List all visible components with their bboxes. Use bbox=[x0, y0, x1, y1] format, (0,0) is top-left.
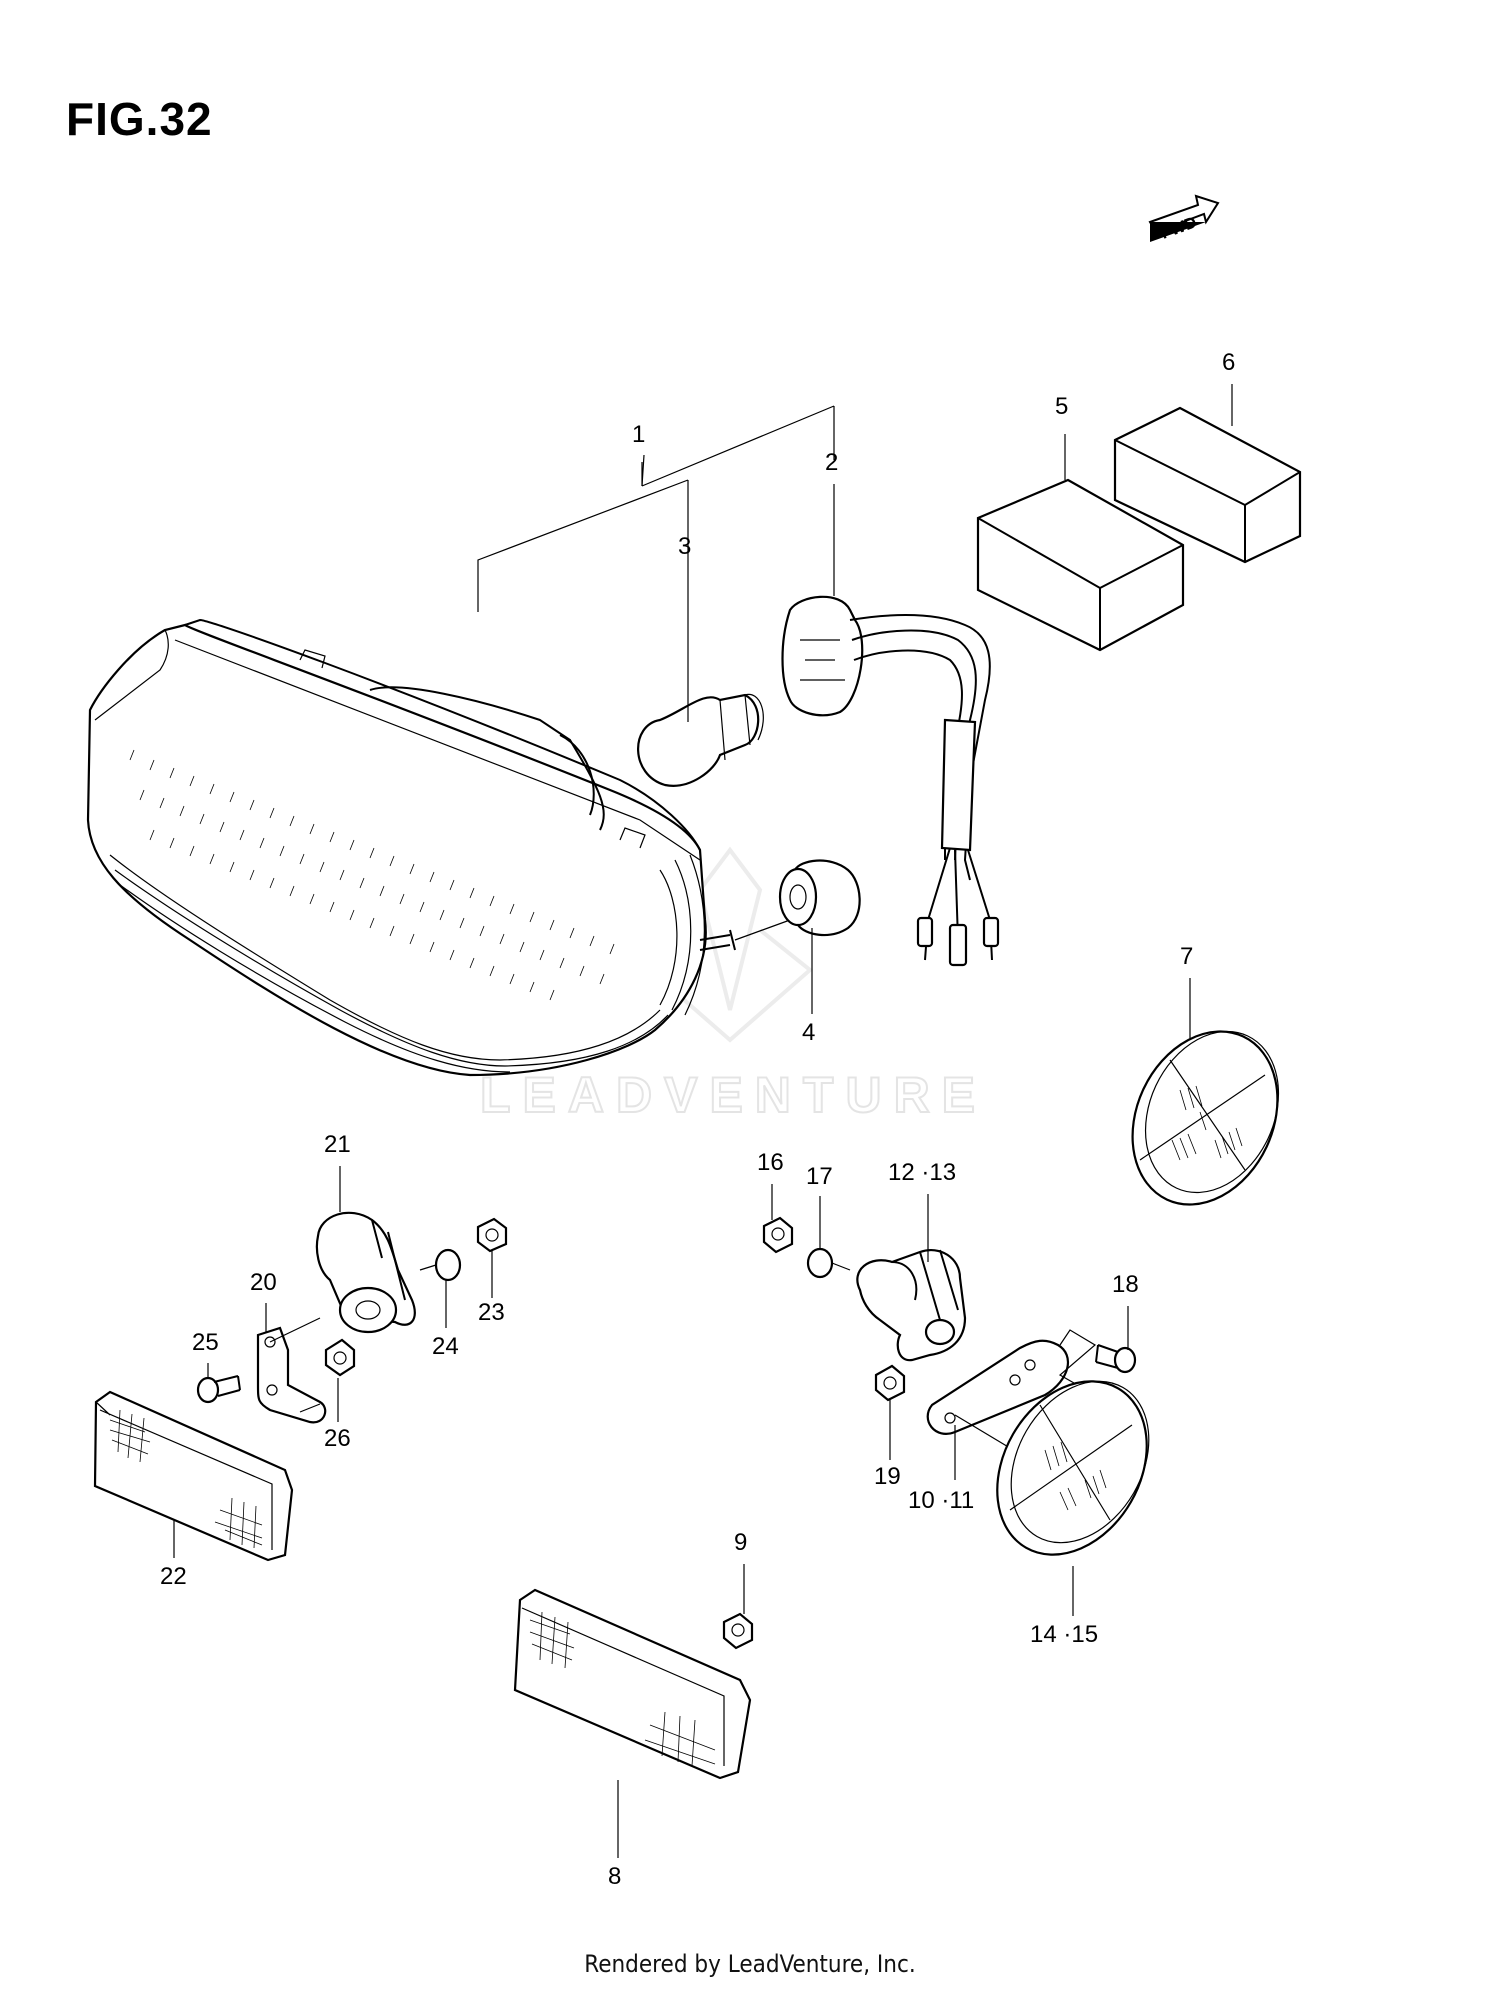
callout-16: 16 bbox=[757, 1149, 784, 1176]
callout-21: 21 bbox=[324, 1131, 351, 1158]
callout-8: 8 bbox=[608, 1863, 621, 1890]
callout-5: 5 bbox=[1055, 393, 1068, 420]
callout-10-11: 10 ·11 bbox=[908, 1487, 974, 1514]
callout-23: 23 bbox=[478, 1299, 505, 1326]
round-reflector-7 bbox=[1131, 1030, 1280, 1206]
rectangular-reflector-8 bbox=[513, 1588, 752, 1780]
nut-26 bbox=[324, 1338, 356, 1377]
nut-23 bbox=[476, 1217, 508, 1253]
rubber-grommet bbox=[778, 859, 861, 937]
bulb bbox=[637, 693, 764, 787]
screw-18 bbox=[1095, 1344, 1137, 1374]
reflector-bracket-21 bbox=[315, 1211, 416, 1334]
screw-25 bbox=[196, 1375, 241, 1404]
callout-26: 26 bbox=[324, 1425, 351, 1452]
cushion-pad-6 bbox=[1113, 406, 1302, 564]
watermark-text: LEADVENTURE bbox=[480, 1067, 987, 1123]
callout-14-15: 14 ·15 bbox=[1030, 1621, 1098, 1648]
callout-22: 22 bbox=[160, 1563, 187, 1590]
leader-part-1-group bbox=[477, 405, 835, 612]
mounting-plate-10 bbox=[926, 1329, 1097, 1449]
cushion-pad-5 bbox=[976, 478, 1185, 652]
forward-arrow-icon: FWD bbox=[1148, 194, 1220, 243]
callout-19: 19 bbox=[874, 1463, 901, 1490]
bracket-plate-20 bbox=[256, 1317, 327, 1424]
nut-9 bbox=[722, 1612, 754, 1650]
nut-19 bbox=[874, 1364, 906, 1402]
reflector-bracket-12 bbox=[856, 1249, 967, 1362]
callout-6: 6 bbox=[1222, 349, 1235, 376]
figure-title: FIG.32 bbox=[66, 93, 213, 145]
callout-17: 17 bbox=[806, 1163, 833, 1190]
bulb-socket bbox=[781, 595, 1000, 967]
callout-2: 2 bbox=[825, 449, 838, 476]
rectangular-reflector-22 bbox=[93, 1390, 294, 1562]
callout-12-13: 12 ·13 bbox=[888, 1159, 956, 1186]
callout-7: 7 bbox=[1180, 943, 1193, 970]
nut-16 bbox=[762, 1216, 794, 1254]
callout-18: 18 bbox=[1112, 1271, 1139, 1298]
collar-24 bbox=[419, 1248, 462, 1282]
watermark: LEADVENTURE bbox=[479, 846, 987, 1124]
footer-credit: Rendered by LeadVenture, Inc. bbox=[584, 1950, 916, 1978]
callout-9: 9 bbox=[734, 1529, 747, 1556]
callout-20: 20 bbox=[250, 1269, 277, 1296]
callout-24: 24 bbox=[432, 1333, 459, 1360]
leader-lines bbox=[173, 384, 1233, 1858]
callout-4: 4 bbox=[802, 1019, 815, 1046]
round-reflector-14 bbox=[996, 1380, 1150, 1556]
callout-1: 1 bbox=[632, 421, 645, 448]
callout-3: 3 bbox=[678, 533, 691, 560]
tail-lamp-housing bbox=[86, 618, 791, 1077]
callout-25: 25 bbox=[192, 1329, 219, 1356]
collar-17 bbox=[806, 1247, 851, 1279]
